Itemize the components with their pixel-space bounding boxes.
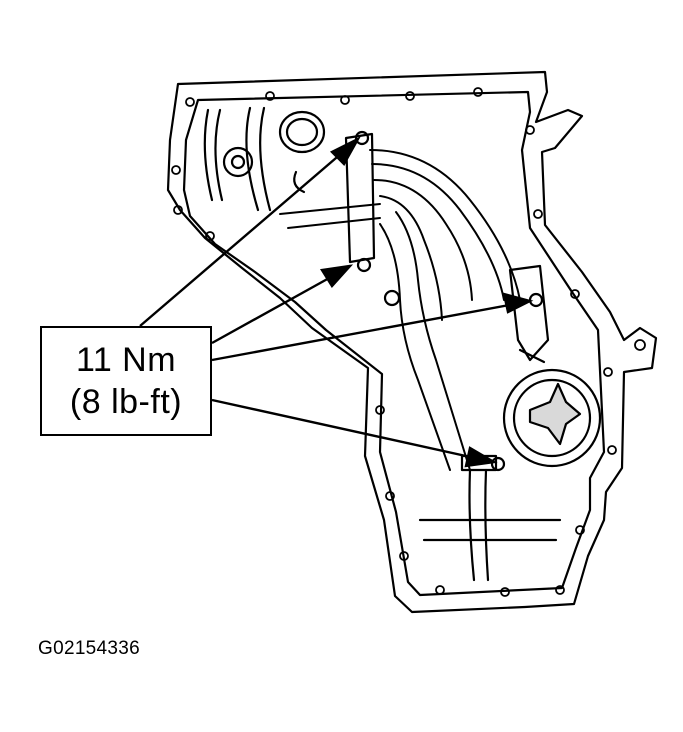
torque-metric-label: 11 Nm [75, 341, 177, 379]
flange-bolt-holes [171, 87, 646, 597]
pump-rotor [528, 382, 582, 446]
leader-line-upper [139, 145, 351, 327]
pickup-tube [468, 468, 476, 582]
figure-id: G02154336 [38, 638, 141, 659]
left-fitting [222, 146, 254, 178]
arrowhead-mid [320, 264, 354, 288]
leader-line-lower [211, 398, 485, 462]
right-bolt [528, 292, 544, 308]
lower-bolt [490, 456, 506, 472]
leader-line-right [211, 301, 521, 362]
upper-bolt [354, 130, 370, 146]
torque-imperial-label: (8 lb-ft) [69, 383, 183, 421]
arrowhead-right [502, 292, 534, 314]
pump-outer [502, 368, 602, 468]
leader-line-mid [211, 270, 341, 345]
mid-bolt [356, 257, 372, 273]
leader-arrows [139, 136, 534, 468]
housing-outline [166, 70, 658, 614]
torque-callout-box: 11 Nm (8 lb-ft) [40, 326, 212, 436]
large-port [278, 110, 326, 154]
bracket-right [508, 264, 550, 362]
arrowhead-upper [329, 136, 361, 166]
flange-inner-outline [182, 90, 606, 597]
arrowhead-lower [464, 446, 498, 468]
